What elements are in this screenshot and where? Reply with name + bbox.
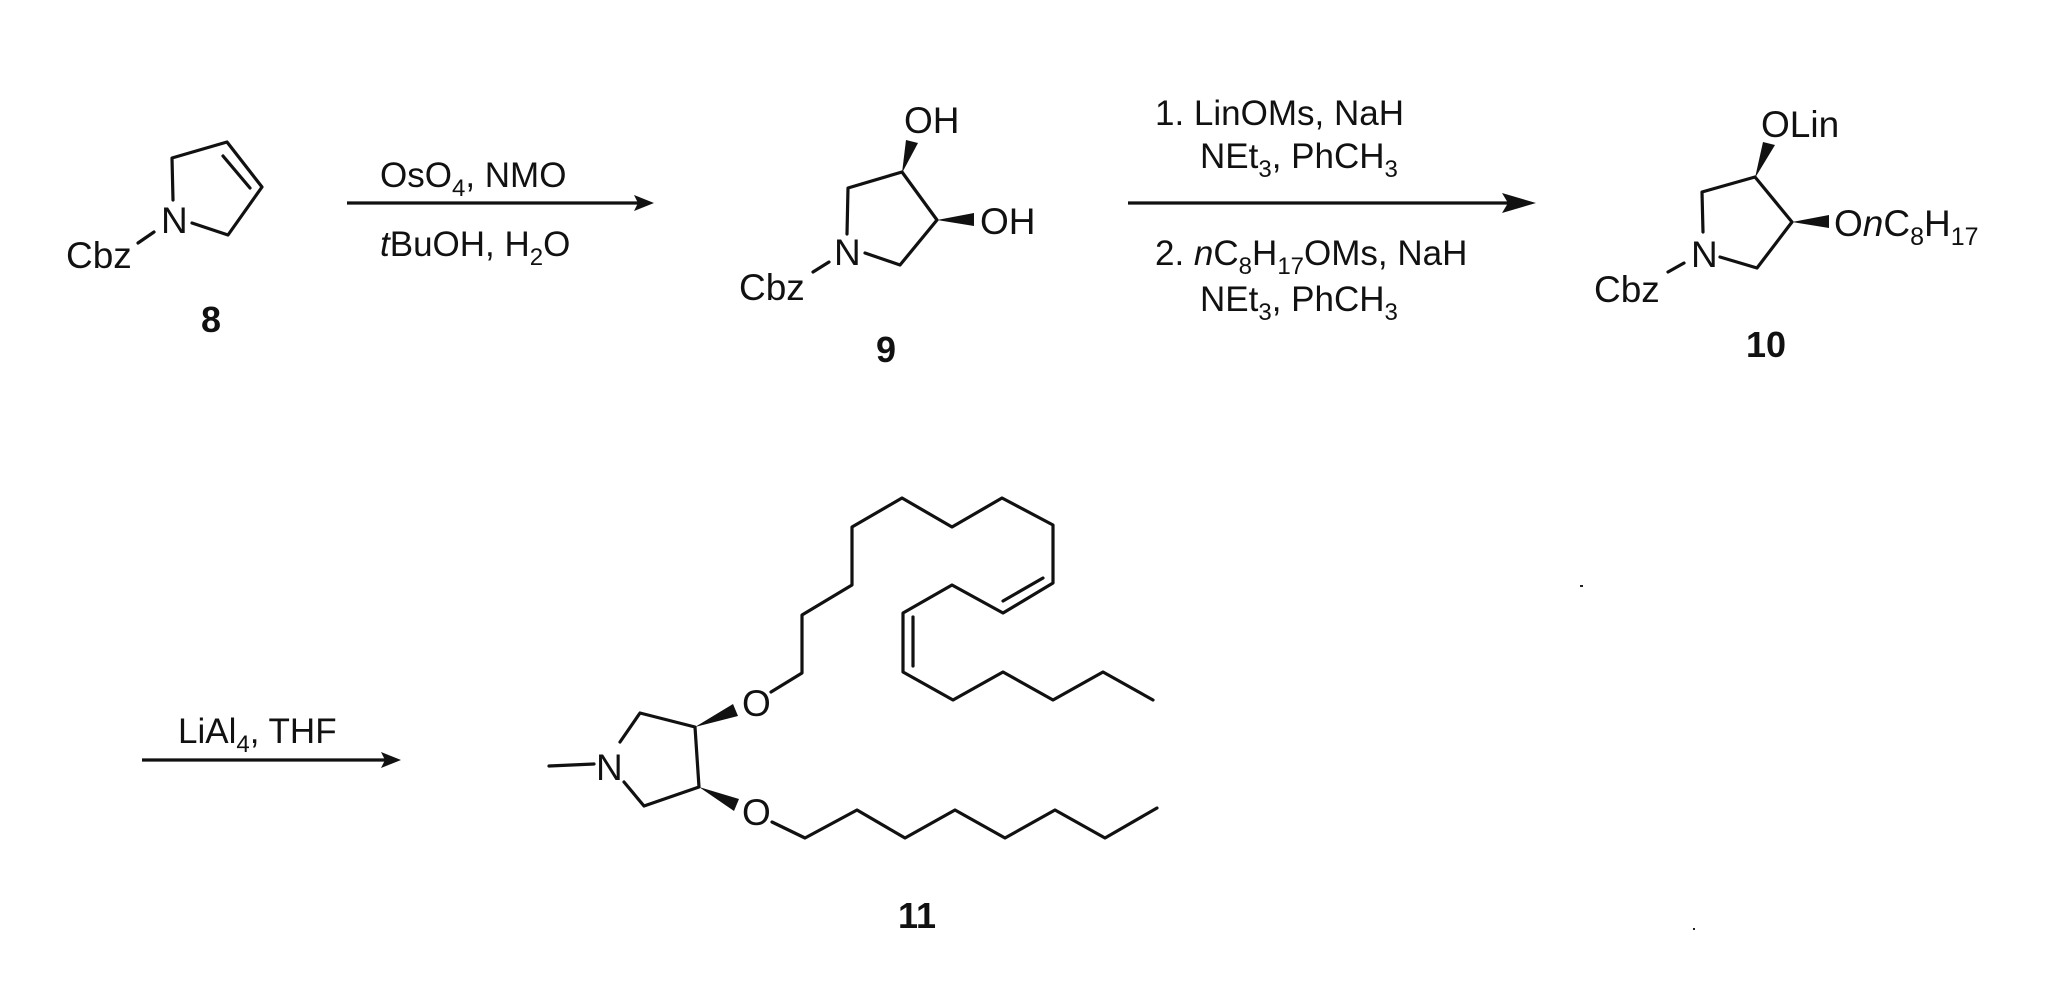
compound-11-n-methyl-bond (547, 762, 596, 768)
step2-reagent-line3: 2. nC8H17OMs, NaH (1155, 234, 1467, 280)
compound-11-nitrogen: N (596, 747, 623, 788)
compound-10-cbz: Cbz (1594, 269, 1660, 310)
compound-9-wedge-top (902, 140, 918, 173)
compound-9-cbz: Cbz (739, 267, 805, 308)
compound-11-oxygen-top: O (742, 683, 771, 724)
compound-11-wedge-bottom (699, 787, 739, 811)
compound-10-nitrogen: N (1691, 234, 1718, 275)
compound-10-label: 10 (1746, 324, 1786, 365)
compound-8-nitrogen: N (161, 200, 188, 241)
compound-9-nitrogen: N (834, 232, 861, 273)
reaction-arrow-step3: LiAl4, THF (142, 712, 401, 768)
reaction-arrow-step2: 1. LinOMs, NaH NEt3, PhCH3 2. nC8H17OMs,… (1128, 94, 1536, 326)
reaction-arrow-step1: OsO4, NMO tBuOH, H2O (347, 156, 654, 271)
step1-reagent-below: tBuOH, H2O (380, 225, 570, 271)
compound-9-hydroxyl-right: OH (980, 201, 1036, 242)
compound-10-octyloxy-substituent: OnC8H17 (1834, 203, 1979, 251)
compound-10: N Cbz OLin OnC8H17 10 (1594, 104, 1979, 365)
compound-9-wedge-right (937, 213, 974, 226)
scan-speck (1693, 928, 1695, 930)
step3-reagent-above: LiAl4, THF (178, 712, 337, 758)
compound-8: N Cbz 8 (66, 140, 264, 340)
compound-10-wedge-top (1755, 142, 1775, 178)
compound-8-bonds (136, 140, 264, 245)
compound-11-linoleyl-chain (769, 496, 1155, 702)
scan-speck (1580, 585, 1583, 587)
step1-reagent-above: OsO4, NMO (380, 156, 566, 202)
compound-9: N Cbz OH OH 9 (739, 100, 1036, 370)
step2-reagent-line2: NEt3, PhCH3 (1200, 137, 1398, 183)
compound-11: N O O 11 (547, 496, 1159, 936)
compound-10-olin-substituent: OLin (1761, 104, 1839, 145)
compound-11-octyl-chain (770, 806, 1159, 840)
compound-11-ring-bonds (547, 704, 739, 811)
compound-8-cbz: Cbz (66, 235, 132, 276)
compound-9-label: 9 (876, 329, 896, 370)
compound-11-oxygen-bottom: O (742, 792, 771, 833)
compound-8-label: 8 (201, 299, 221, 340)
compound-11-label: 11 (898, 895, 936, 936)
double-bond-1 (1001, 576, 1045, 603)
compound-9-hydroxyl-top: OH (904, 100, 960, 141)
compound-10-bonds (1666, 142, 1829, 274)
step2-reagent-line1: 1. LinOMs, NaH (1155, 94, 1404, 133)
compound-10-wedge-right (1792, 215, 1829, 228)
compound-11-wedge-top (695, 704, 738, 727)
compound-9-bonds (811, 140, 974, 274)
step2-reagent-line4: NEt3, PhCH3 (1200, 280, 1398, 326)
